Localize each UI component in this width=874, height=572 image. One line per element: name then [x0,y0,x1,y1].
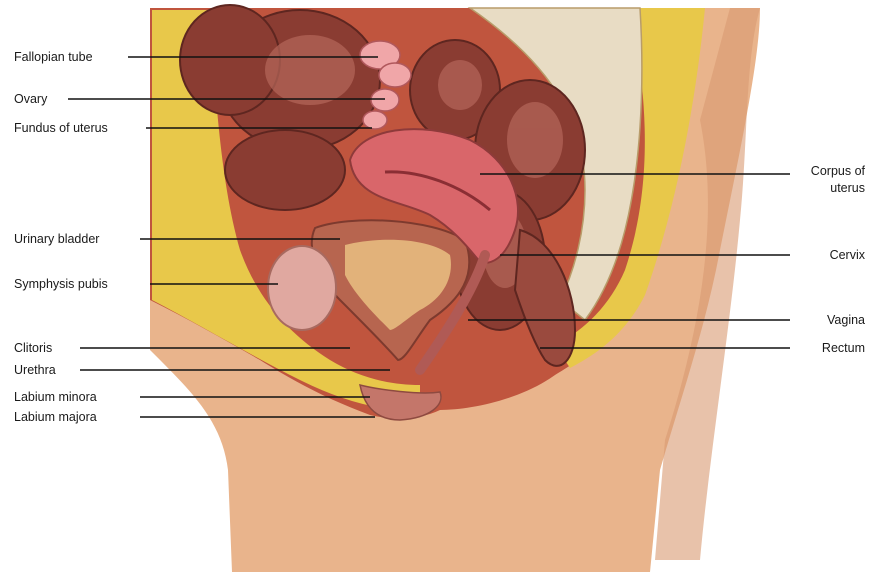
label-vagina: Vagina [827,313,865,327]
label-corpus-line2: uterus [830,181,865,195]
label-symphysis-pubis: Symphysis pubis [14,277,108,291]
labels-right: Corpus of uterus Cervix Vagina Rectum [811,164,866,355]
label-corpus-line1: Corpus of [811,164,866,178]
label-urethra: Urethra [14,363,56,377]
labels-left: Fallopian tube Ovary Fundus of uterus Ur… [14,50,108,424]
label-cervix: Cervix [830,248,866,262]
label-ovary: Ovary [14,92,48,106]
label-urinary-bladder: Urinary bladder [14,232,99,246]
label-labium-majora: Labium majora [14,410,97,424]
label-clitoris: Clitoris [14,341,52,355]
label-labium-minora: Labium minora [14,390,97,404]
symphysis-pubis-bone [268,246,336,330]
label-fundus: Fundus of uterus [14,121,108,135]
label-fallopian-tube: Fallopian tube [14,50,93,64]
label-rectum: Rectum [822,341,865,355]
pelvis-illustration [150,5,760,572]
